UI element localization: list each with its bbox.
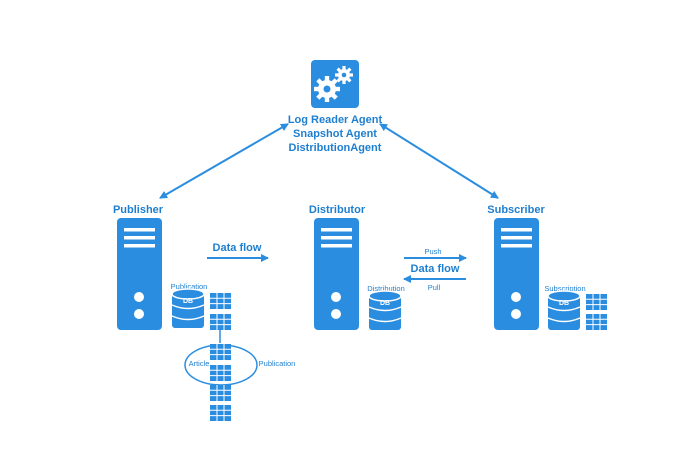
publisher-db-label: DB xyxy=(183,298,193,305)
publisher-title: Publisher xyxy=(113,204,164,216)
article-table-icon-2 xyxy=(210,365,231,381)
distributor-db-caption: Distribution xyxy=(367,284,405,293)
subscriber-db-caption: Subscription xyxy=(544,284,585,293)
subscriber-table-icon xyxy=(586,294,607,310)
data-flow-label-right: Data flow xyxy=(411,263,460,275)
publisher-table-icon xyxy=(210,293,231,309)
subscriber-table-icon-2 xyxy=(586,314,607,330)
distributor-title: Distributor xyxy=(309,204,366,216)
push-label: Push xyxy=(424,247,441,256)
publisher-database-icon xyxy=(171,288,205,328)
distributor-db-label: DB xyxy=(380,300,390,307)
article-table-icon-1 xyxy=(210,344,231,360)
publication-detail-label: Publication xyxy=(259,359,296,368)
arrow-agents-publisher xyxy=(159,123,289,199)
publisher-server-icon xyxy=(117,218,162,330)
pull-label: Pull xyxy=(428,283,441,292)
distributor-server-icon xyxy=(314,218,359,330)
arrow-agents-subscriber xyxy=(379,123,499,199)
subscriber-title: Subscriber xyxy=(487,204,545,216)
agent-line-distribution: DistributionAgent xyxy=(289,142,382,154)
subscriber-db-label: DB xyxy=(559,300,569,307)
agents-gears-icon xyxy=(311,60,359,108)
data-flow-label-left: Data flow xyxy=(213,242,262,254)
publisher-db-caption: Publication xyxy=(171,282,208,291)
publisher-table-icon-2 xyxy=(210,314,231,330)
agent-line-snapshot: Snapshot Agent xyxy=(293,128,377,140)
agent-line-log-reader: Log Reader Agent xyxy=(288,114,383,126)
distributor-database-icon xyxy=(368,290,402,330)
subscriber-server-icon xyxy=(494,218,539,330)
article-label: Article xyxy=(189,359,210,368)
subscriber-database-icon xyxy=(547,290,581,330)
article-table-icon-3 xyxy=(210,385,231,401)
article-table-icon-4 xyxy=(210,405,231,421)
